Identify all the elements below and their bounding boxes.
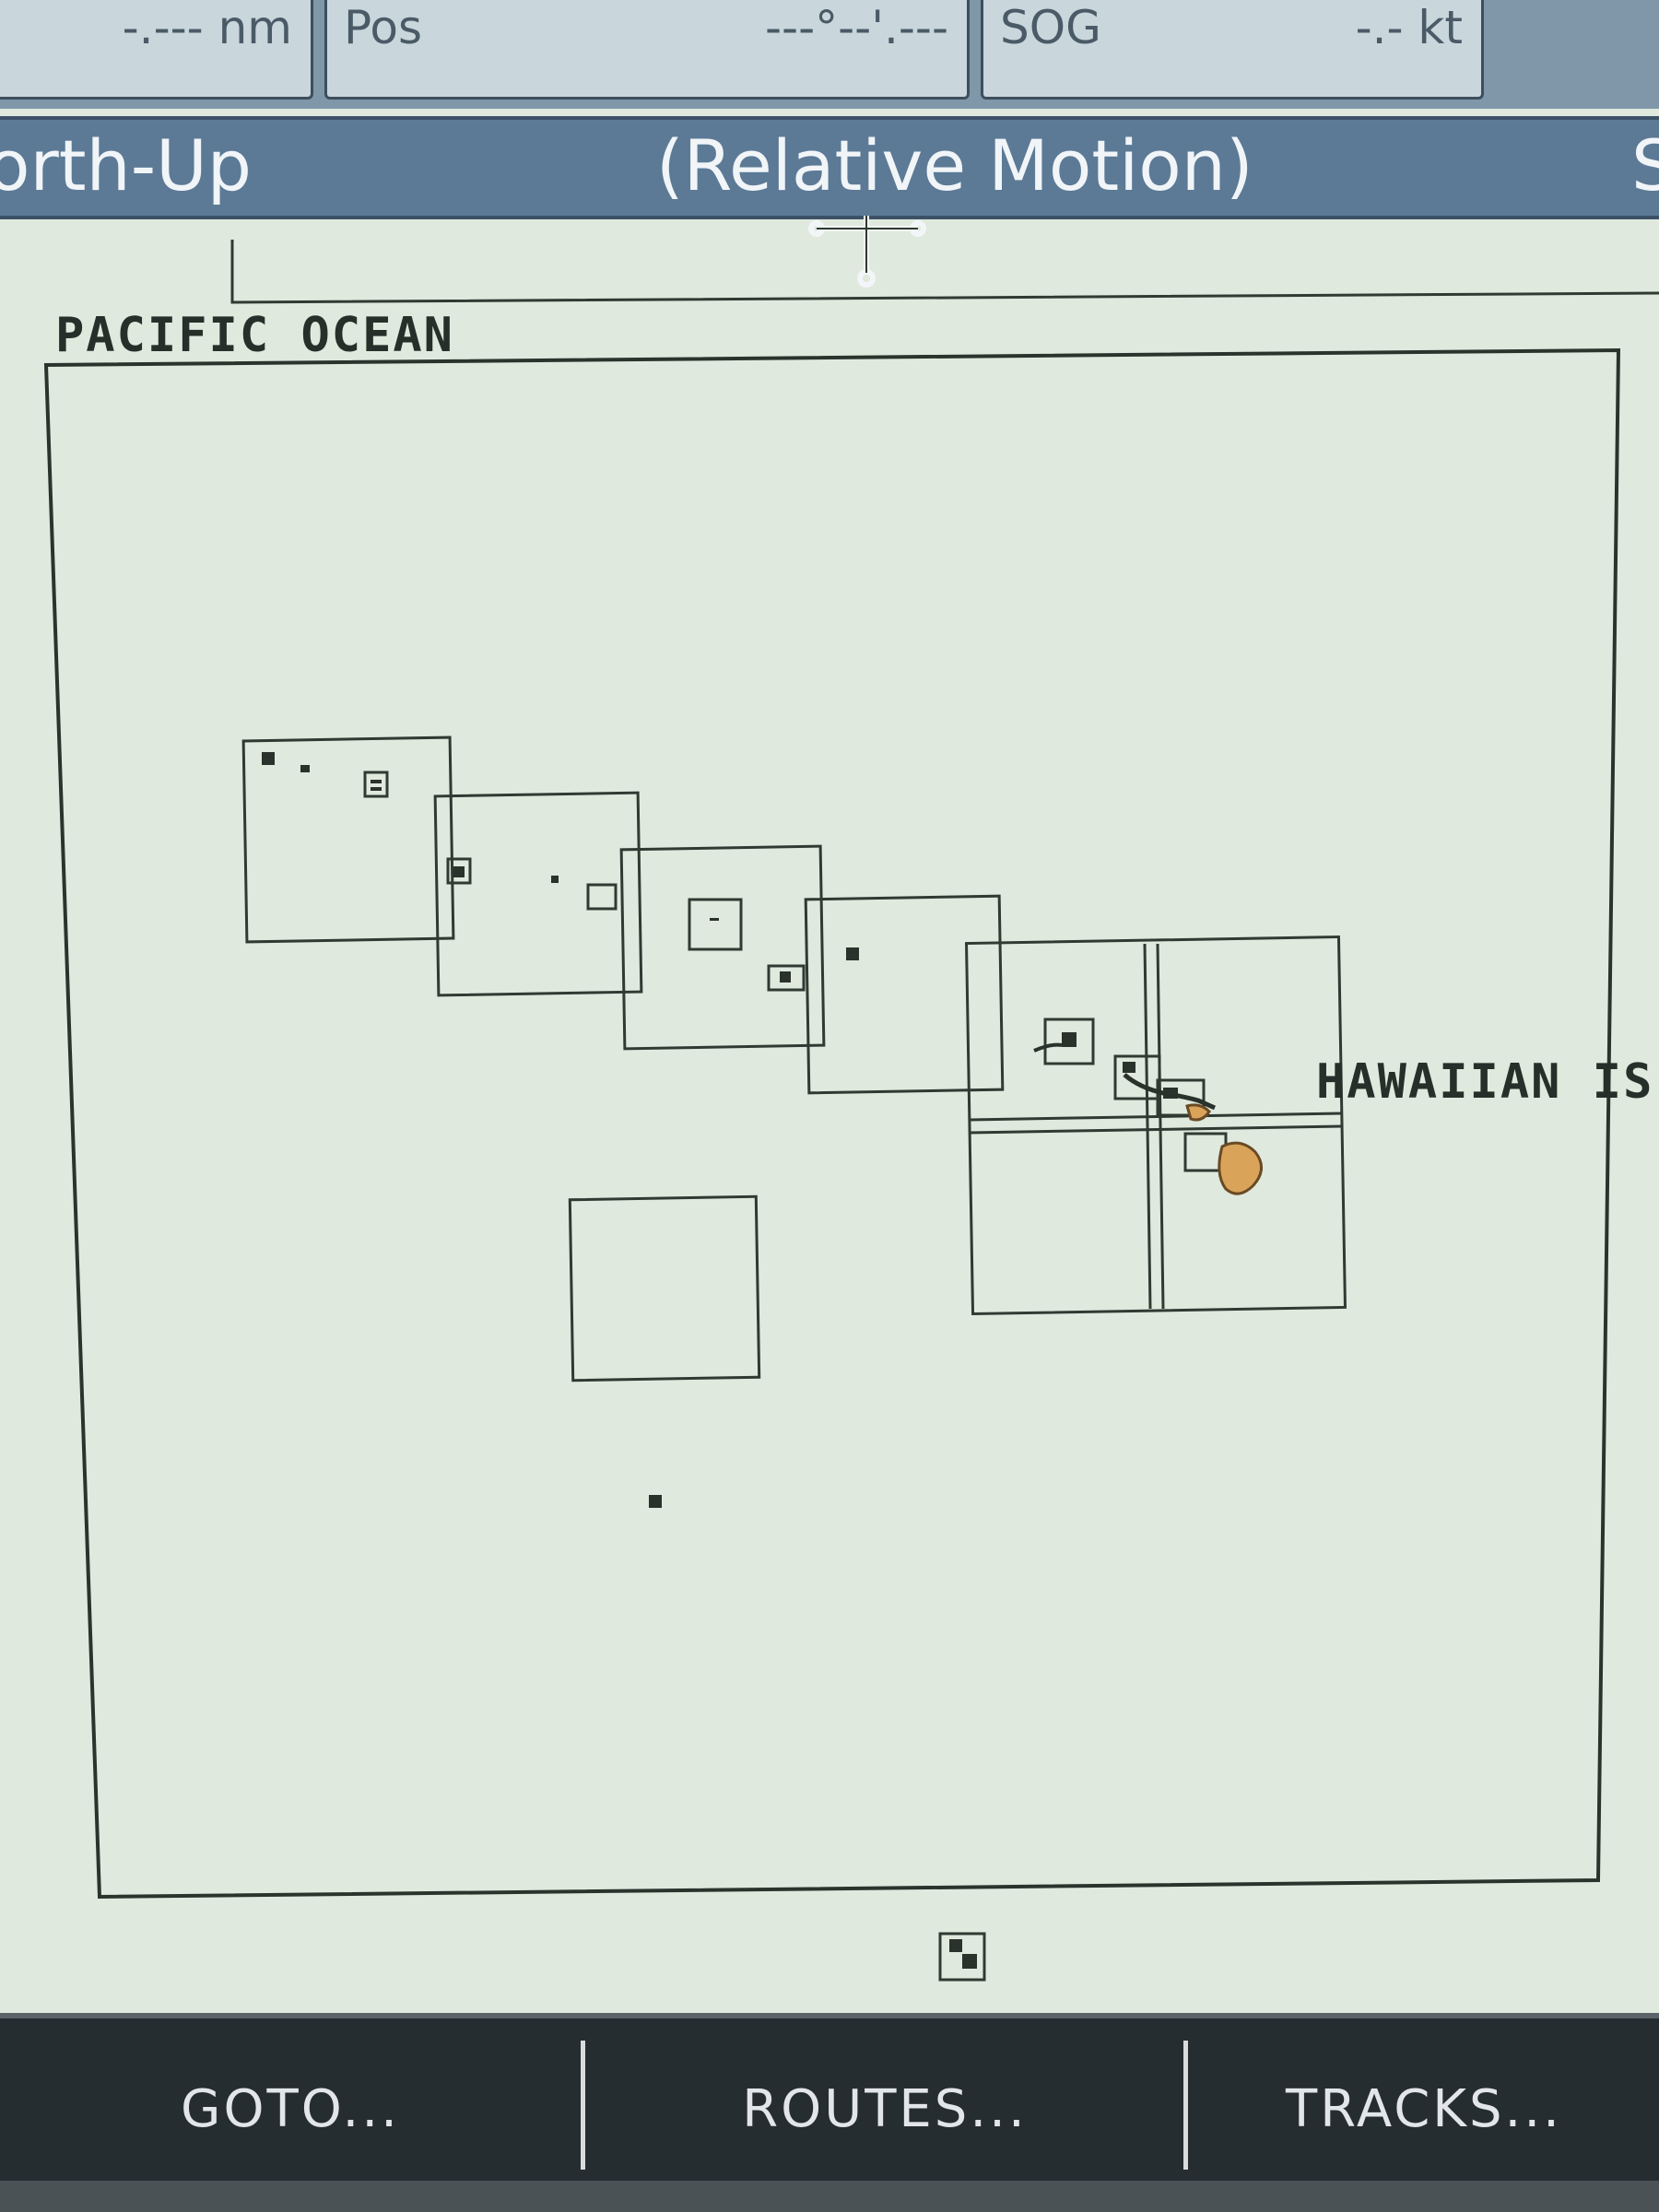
island xyxy=(300,765,310,772)
chart-canvas[interactable] xyxy=(0,216,1659,2013)
sog-readout: SOG -.- kt xyxy=(981,0,1484,100)
position-readout: Pos ---°--'.--- xyxy=(324,0,970,100)
island xyxy=(371,780,382,783)
island xyxy=(1062,1032,1077,1047)
softkey-divider xyxy=(1183,2041,1188,2170)
sog-label: SOG xyxy=(1000,1,1101,54)
island xyxy=(962,1954,977,1969)
orientation-mode[interactable]: orth-Up xyxy=(0,124,253,206)
routes-button[interactable]: ROUTES... xyxy=(742,2079,1028,2139)
chart-frame-top xyxy=(230,240,1659,304)
island xyxy=(551,876,559,883)
chart-view[interactable]: PACIFIC OCEAN HAWAIIAN IS xyxy=(0,216,1659,2013)
island-maui xyxy=(1185,1103,1211,1122)
island xyxy=(1123,1062,1135,1073)
mode-bar-edge-text: S xyxy=(1631,124,1659,206)
tracks-button[interactable]: TRACKS... xyxy=(1286,2079,1562,2139)
islands-label: HAWAIIAN IS xyxy=(1316,1054,1654,1110)
island xyxy=(649,1495,662,1508)
inset-boxes xyxy=(363,771,1228,1982)
softkey-divider xyxy=(581,2041,585,2170)
chart-box xyxy=(241,735,455,944)
goto-button[interactable]: GOTO... xyxy=(181,2079,400,2139)
hawaii-grid xyxy=(969,943,1343,1310)
range-value: -.--- nm xyxy=(122,1,292,54)
chart-box-hawaii xyxy=(964,935,1347,1316)
data-bar: -.--- nm Pos ---°--'.--- SOG -.- kt xyxy=(0,0,1659,109)
range-readout: -.--- nm xyxy=(0,0,313,100)
island xyxy=(780,971,791,982)
chart-coverage-boxes xyxy=(241,735,1347,1382)
ocean-label: PACIFIC OCEAN xyxy=(55,308,454,363)
island xyxy=(949,1939,962,1952)
island-big-island xyxy=(1218,1141,1263,1195)
softkey-bar: GOTO... ROUTES... TRACKS... xyxy=(0,2013,1659,2212)
chart-box xyxy=(619,844,826,1051)
chart-box xyxy=(804,894,1005,1095)
sog-value: -.- kt xyxy=(1355,1,1463,54)
motion-mode[interactable]: (Relative Motion) xyxy=(656,124,1253,206)
island xyxy=(453,866,465,877)
island xyxy=(846,947,859,960)
island xyxy=(710,918,719,921)
position-label: Pos xyxy=(344,1,423,54)
chart-box xyxy=(433,791,643,997)
mode-title-bar: orth-Up (Relative Motion) S xyxy=(0,116,1659,219)
position-value: ---°--'.--- xyxy=(765,1,948,54)
island xyxy=(262,752,275,765)
island xyxy=(371,787,382,791)
chart-box xyxy=(568,1194,761,1382)
chart-boundary xyxy=(43,347,1621,1900)
softkey-bar-edge xyxy=(0,2181,1659,2212)
